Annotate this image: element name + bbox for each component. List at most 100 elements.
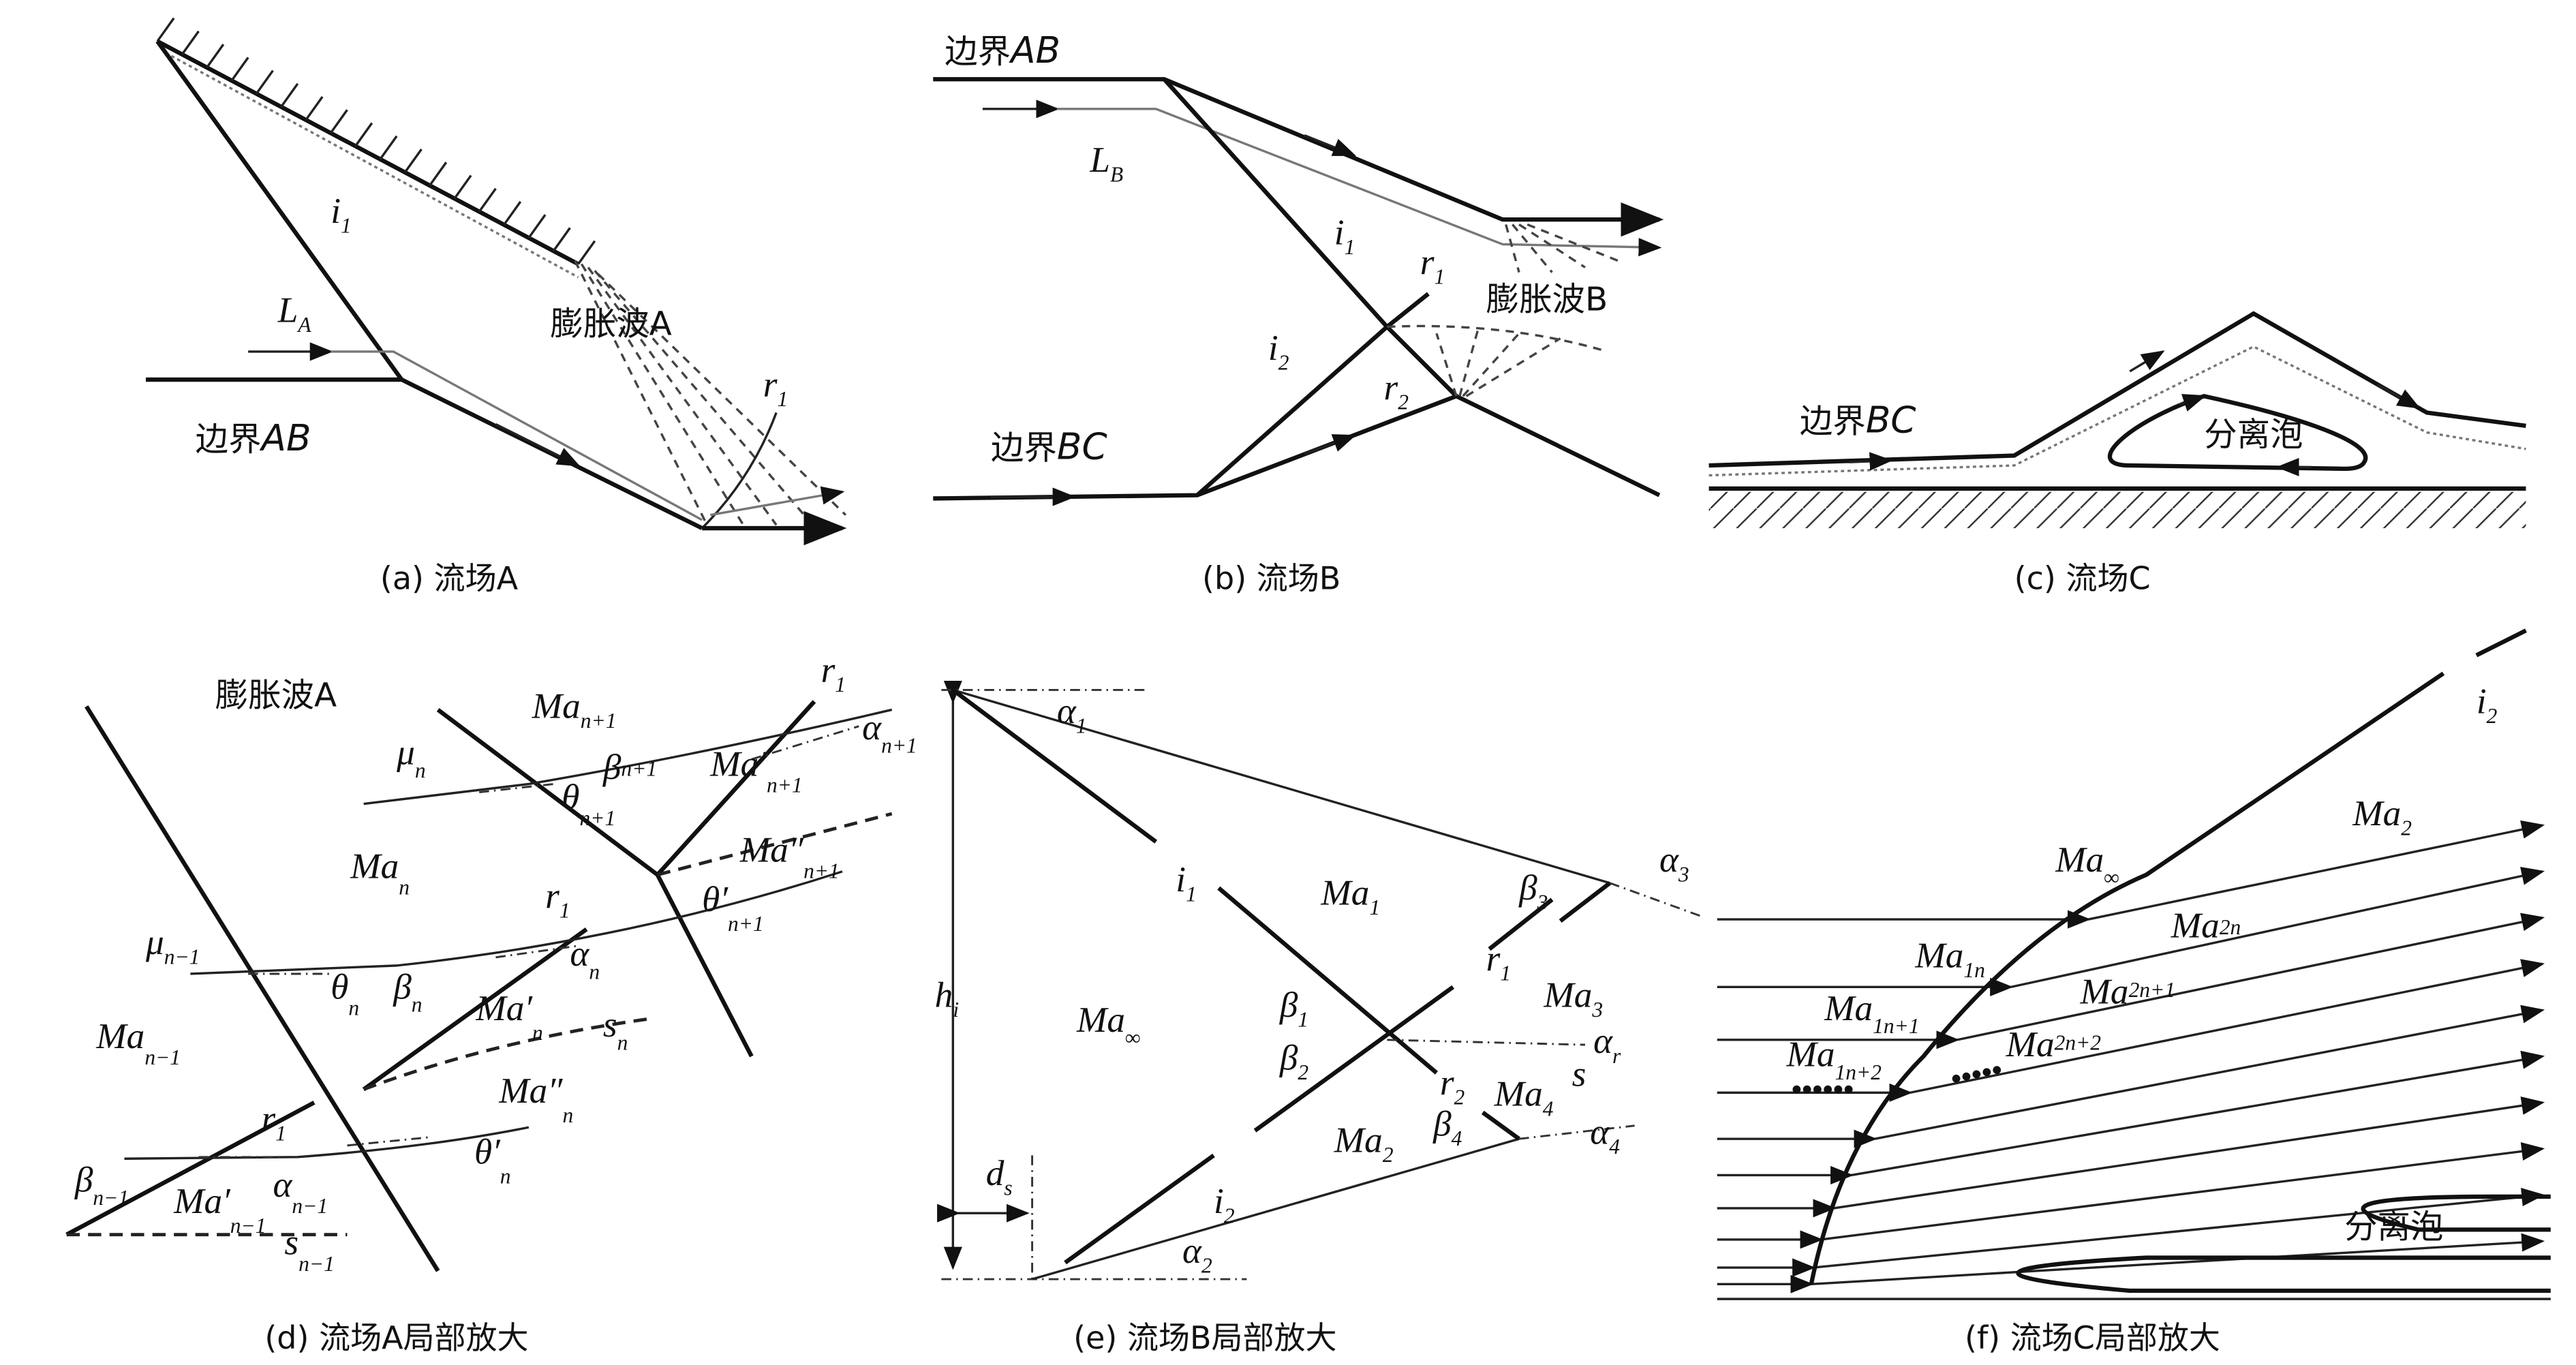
streamline-downstream (1833, 1096, 2545, 1210)
incident-shock-i2 (1064, 1153, 1215, 1265)
hatch-mark (354, 122, 373, 147)
label-ma-n: Man (350, 846, 410, 900)
reflected-wave-r1-low (65, 1101, 316, 1237)
label-s-n-1: sn−1 (284, 1223, 334, 1276)
label-ma-1n: Ma1n (1914, 935, 1984, 982)
hatch-mark (230, 57, 249, 82)
label-s-n: sn (603, 1004, 628, 1054)
panel-b: 边界AB LB i1 r1 膨胀波B i2 r2 边界BC (b) 流场B (933, 29, 1664, 597)
wall-hatch (1708, 491, 2526, 529)
label-ma-1n1: Ma1n+1 (1824, 988, 1919, 1038)
incident-shock-i1 (951, 688, 1158, 844)
label-expansion-fan-a: 膨胀波A (550, 305, 671, 343)
separation-bubble (2107, 394, 2368, 471)
panel-d: 膨胀波A r1 Man+1 αn+1 μn θn+1 βn+1 Ma′n+1 M… (65, 649, 917, 1356)
hatch-mark (403, 148, 423, 173)
label-alpha2: α2 (1182, 1231, 1212, 1278)
hatch-mark (280, 82, 299, 108)
streamline-downstream (1957, 912, 2545, 1041)
boundary-ab (145, 377, 703, 530)
wall-hatch (156, 17, 596, 265)
label-ma2: Ma2 (1334, 1120, 1394, 1167)
label-ma-n-1: Man−1 (95, 1016, 181, 1069)
label-boundary-ab: 边界AB (945, 29, 1060, 72)
hatch-mark (527, 214, 547, 239)
streamline-downstream (1813, 1188, 2545, 1269)
label-ds: ds (986, 1153, 1013, 1200)
label-mu-n-1: μn−1 (145, 922, 200, 969)
incident-shock-i1 (1163, 78, 1389, 328)
caption-a: (a) 流场A (380, 560, 519, 597)
hatch-mark (156, 17, 175, 42)
label-alpha-r: αr (1593, 1021, 1621, 1068)
reflected-wave-r1-top (656, 700, 816, 876)
label-alpha4: α4 (1590, 1111, 1620, 1159)
streamline-mid (190, 870, 843, 975)
caption-d: (d) 流场A局部放大 (264, 1319, 528, 1356)
wall-line (156, 39, 580, 266)
streamline-downstream (1811, 1233, 2545, 1286)
label-mu-n: μn (396, 732, 425, 782)
label-i1: i1 (1334, 212, 1355, 259)
label-beta2: β2 (1279, 1037, 1309, 1084)
label-ma4: Ma4 (1494, 1074, 1554, 1121)
incident-shock (85, 705, 440, 1272)
boundary-ab (933, 77, 1659, 222)
label-r1: r1 (1420, 242, 1445, 289)
label-separation-bubble: 分离泡 (2344, 1208, 2443, 1246)
hatch-mark (503, 200, 522, 226)
label-i2: i2 (1268, 328, 1289, 375)
label-la: LA (277, 290, 312, 337)
shock-i2 (1809, 671, 2445, 1285)
hatch-mark (429, 162, 448, 187)
ellipsis-left: •••••• (1792, 1073, 1854, 1106)
label-beta-n: βn (393, 966, 422, 1016)
label-r1: r1 (763, 364, 788, 411)
label-theta-prime-n1: θ′n+1 (702, 879, 764, 936)
panel-c: 边界BC 分离泡 (c) 流场C (1708, 311, 2526, 597)
label-hi: hi (935, 975, 959, 1022)
panel-f: i2 Ma2 Ma∞ Ma1n Ma2n Ma1n+1 Ma2n+1 Ma1n+… (1717, 628, 2551, 1356)
reflected-shock-r1 (701, 412, 778, 530)
label-ma-inf: Ma∞ (1076, 1000, 1140, 1049)
boundary-bc (1708, 311, 2526, 468)
hatch-mark (181, 30, 200, 55)
label-ma-prime-n-1: Ma′n−1 (173, 1181, 266, 1238)
label-expansion-fan-a: 膨胀波A (215, 677, 337, 715)
label-alpha3: α3 (1659, 840, 1689, 887)
label-lb: LB (1089, 140, 1123, 187)
label-r1-top: r1 (821, 649, 846, 696)
label-ma-n1: Man+1 (532, 686, 617, 733)
streamline-downstream (1910, 959, 2545, 1094)
label-beta-n1: βn+1 (602, 747, 657, 787)
hatch-mark (206, 44, 225, 69)
incident-shock-i1 (155, 40, 403, 381)
hatch-mark (305, 96, 324, 121)
label-r2: r2 (1440, 1062, 1465, 1109)
caption-e: (e) 流场B局部放大 (1073, 1319, 1336, 1356)
panel-e: α1 i1 Ma1 β3 α3 r1 Ma3 hi Ma∞ β1 β2 αr s… (935, 680, 1701, 1356)
label-boundary-bc: 边界BC (991, 425, 1107, 467)
label-r2: r2 (1383, 367, 1409, 414)
label-expansion-fan-b: 膨胀波B (1486, 280, 1608, 318)
label-beta-n-1: βn−1 (74, 1160, 129, 1210)
label-ma-prime-n1: Ma′n+1 (709, 743, 802, 797)
label-ma3: Ma3 (1543, 975, 1603, 1022)
caption-f: (f) 流场C局部放大 (1965, 1319, 2220, 1356)
streamline-downstream (2010, 867, 2545, 989)
label-boundary-bc: 边界BC (1800, 399, 1916, 442)
label-theta-prime-n: θ′n (474, 1132, 511, 1188)
label-ma-1n2: Ma1n+2 (1785, 1034, 1882, 1084)
streamline-downstream (1820, 1142, 2545, 1241)
label-ma-inf: Ma∞ (2055, 840, 2119, 889)
label-alpha-n1: αn+1 (862, 707, 917, 757)
label-ma-2n2: Ma2n+2 (2006, 1024, 2102, 1064)
streamlines (1717, 820, 2545, 1293)
label-i1: i1 (331, 191, 352, 238)
expansion-fan-a (574, 260, 847, 526)
caption-b: (b) 流场B (1202, 560, 1340, 597)
streamline-downstream (2088, 820, 2545, 921)
label-ma-dprime-n: Ma″n (498, 1071, 573, 1127)
hatch-mark (329, 109, 348, 134)
